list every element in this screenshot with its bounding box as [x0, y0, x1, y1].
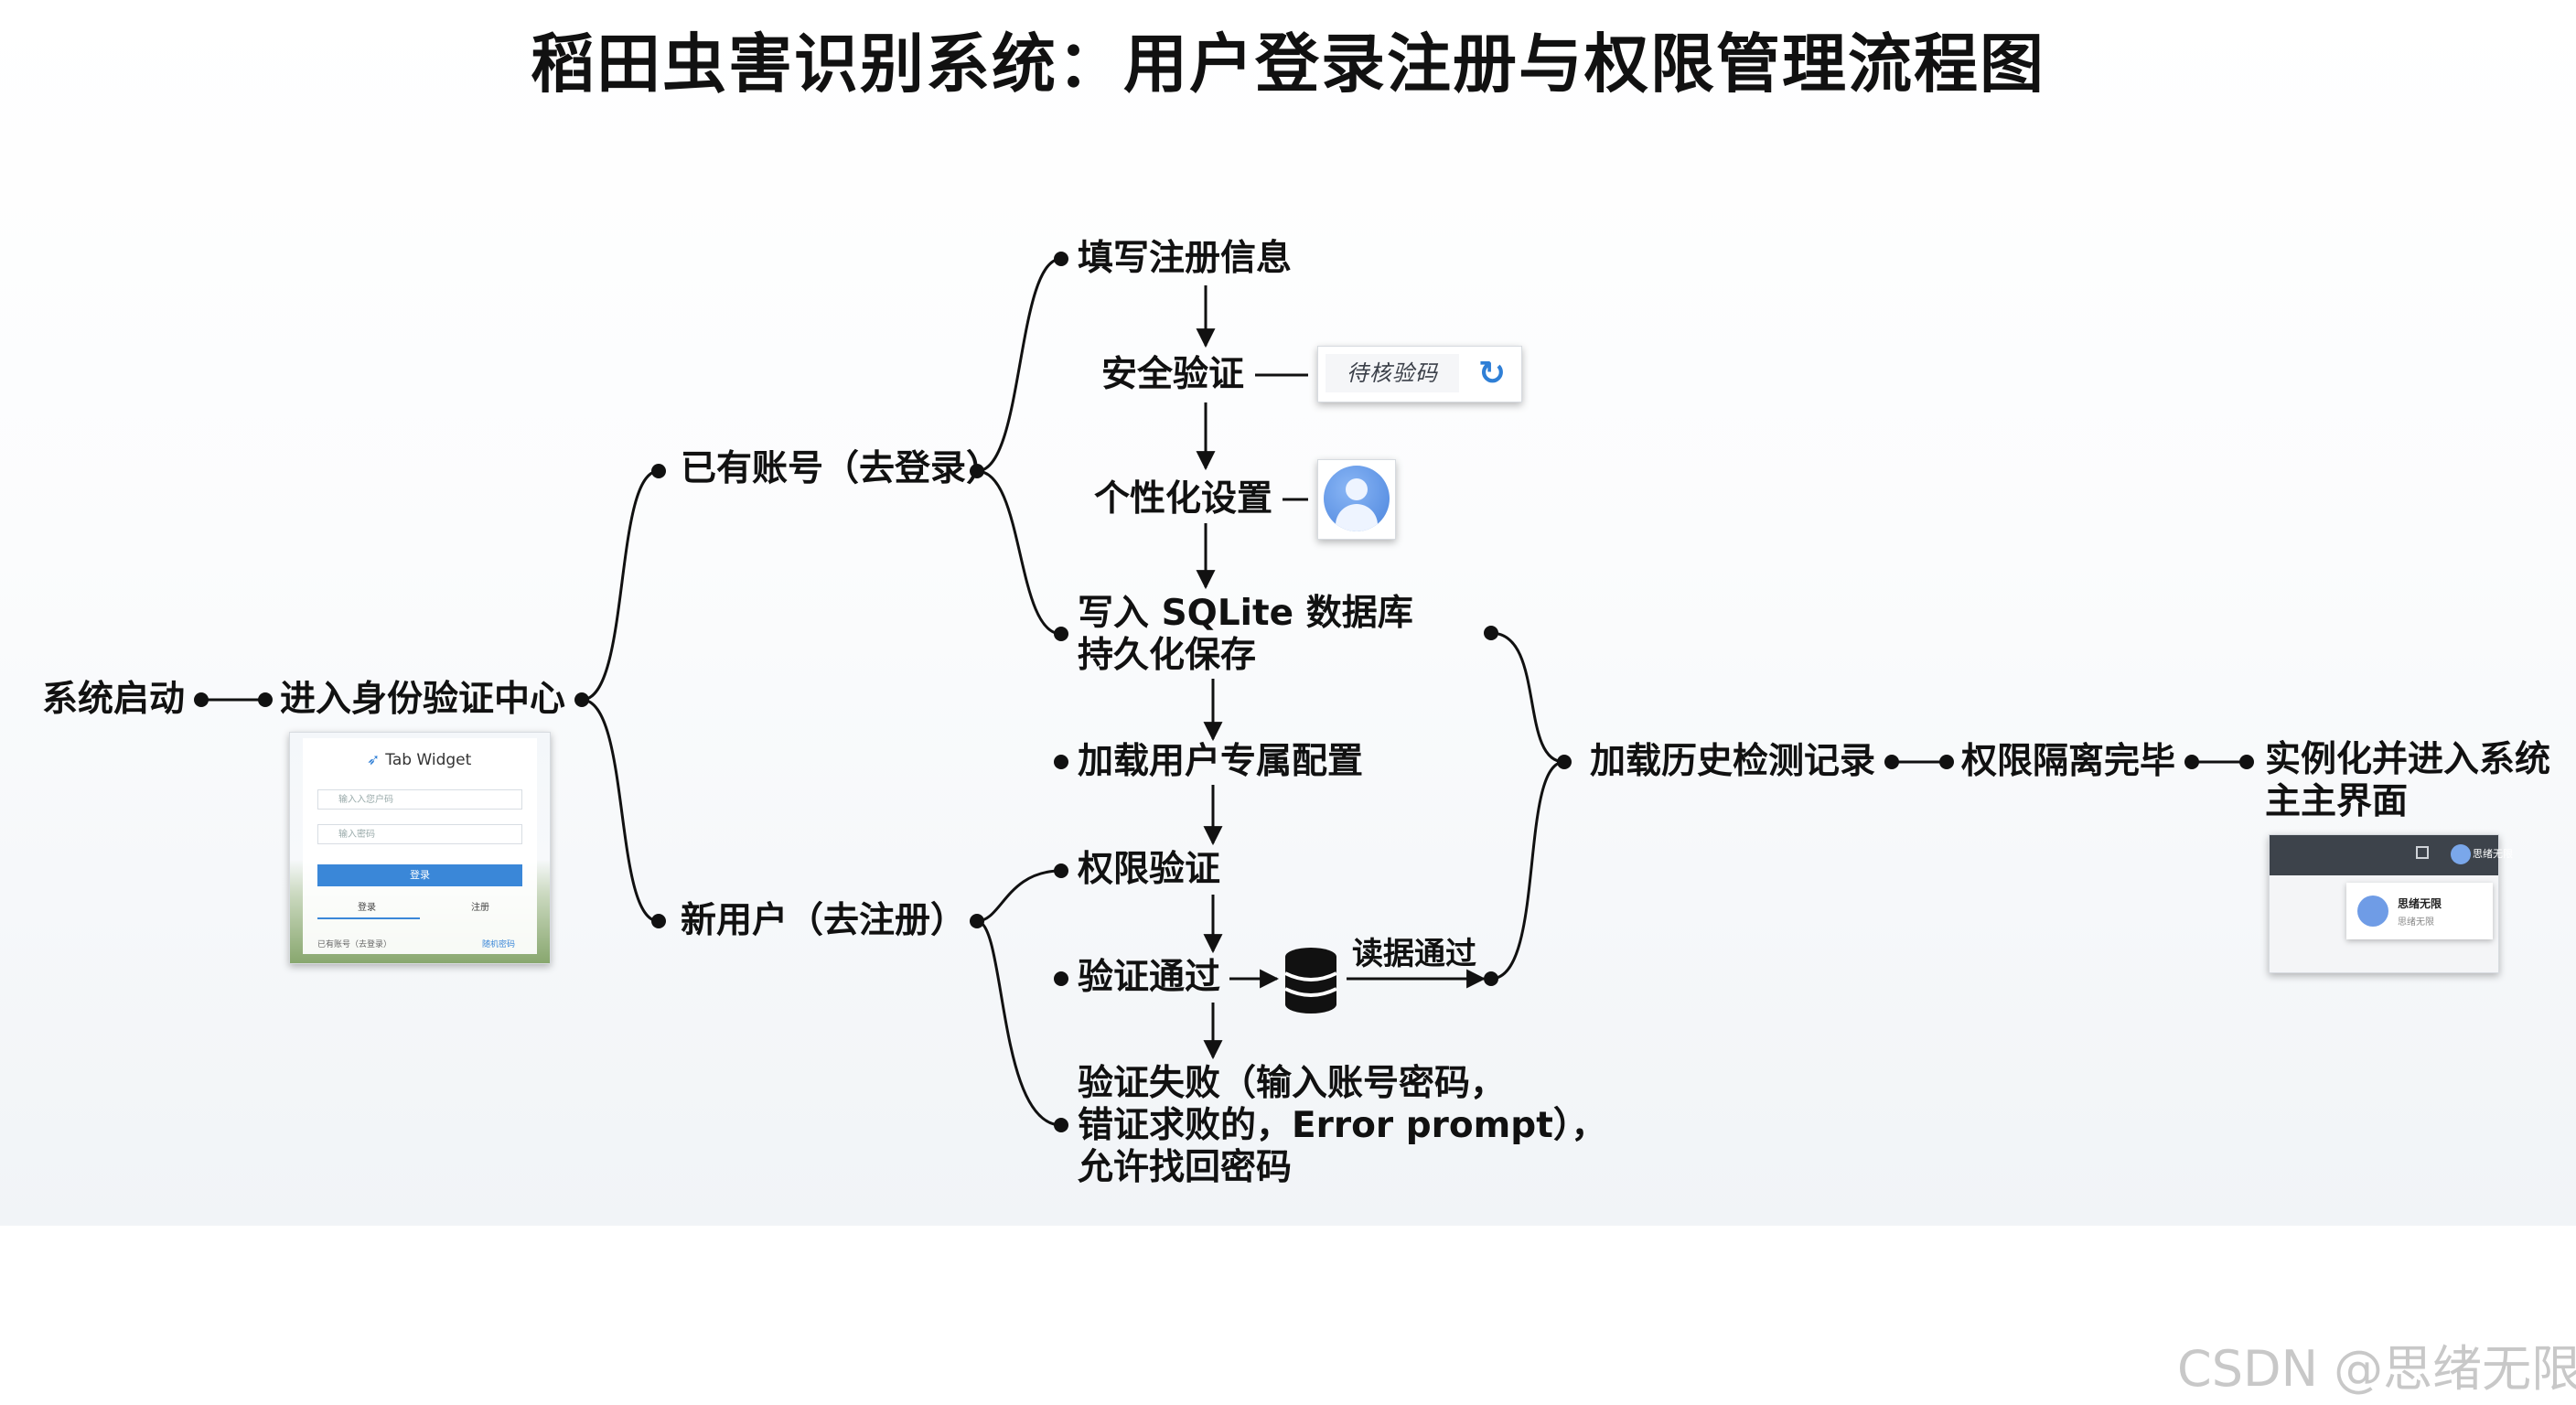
dot-perm	[1054, 863, 1068, 878]
node-auth-center: 进入身份验证中心	[280, 679, 566, 720]
main-ui-thumbnail: 思绪无限 思绪无限 思绪无限	[2269, 834, 2513, 973]
edge-auth-new	[581, 698, 660, 923]
dot-history-in	[1557, 755, 1572, 769]
node-main-ui-line1: 实例化并进入系统	[2265, 739, 2551, 780]
topbar-username[interactable]: 思绪无限	[2473, 848, 2513, 860]
dot-fill	[1054, 252, 1068, 266]
login-button[interactable]: 登录	[317, 864, 522, 886]
refresh-icon: ↻	[1477, 355, 1507, 392]
captcha-image: 待核验码	[1326, 354, 1459, 392]
dot-new-in	[651, 914, 666, 928]
edge-new-fail	[976, 919, 1062, 1127]
dot-auth-out	[574, 692, 589, 707]
node-verify-fail-line3: 允许找回密码	[1078, 1147, 1293, 1188]
watermark: CSDN @思绪无限	[2177, 1340, 2576, 1398]
login-panel: ➶Tab Widget 输入入您户码 输入密码 登录 登录 注册 已有账号（去登…	[303, 738, 537, 954]
node-verify-pass: 验证通过	[1078, 957, 1221, 998]
login-window-thumbnail: ➶Tab Widget 输入入您户码 输入密码 登录 登录 注册 已有账号（去登…	[289, 732, 551, 964]
node-fill-info: 填写注册信息	[1078, 238, 1293, 279]
login-logo-text: Tab Widget	[385, 751, 472, 769]
tab-indicator	[317, 917, 420, 919]
login-footer-left[interactable]: 已有账号（去登录）	[317, 940, 392, 949]
dot-history-out	[1884, 755, 1899, 769]
dot-sqlite	[1054, 627, 1068, 641]
node-verify-fail-line2: 错证求败的，Error prompt），	[1078, 1105, 1607, 1146]
dot-merge-top	[1484, 626, 1498, 640]
fullscreen-icon[interactable]	[2416, 846, 2429, 859]
topbar-avatar[interactable]	[2451, 844, 2471, 864]
user-avatar-icon	[1324, 466, 1390, 531]
card-username: 思绪无限	[2398, 897, 2442, 910]
database-icon	[1284, 948, 1337, 1014]
node-perm-isolation: 权限隔离完毕	[1961, 741, 2176, 782]
avatar-thumbnail	[1317, 459, 1396, 540]
dot-load	[1054, 755, 1068, 769]
dot-start	[194, 692, 209, 707]
card-avatar	[2357, 896, 2388, 927]
node-verify-fail: 验证失败（输入账号密码， 错证求败的，Error prompt）， 允许找回密码	[1078, 1063, 1606, 1189]
node-personalize: 个性化设置	[1094, 478, 1273, 520]
dot-pass	[1054, 971, 1068, 986]
background	[0, 0, 2576, 1226]
edge-existing-sqlite	[976, 469, 1062, 636]
main-ui-topbar: 思绪无限	[2270, 835, 2513, 875]
node-security-check: 安全验证	[1101, 354, 1245, 395]
node-sqlite-line1: 写入 SQLite 数据库	[1078, 593, 1413, 634]
node-perm-check: 权限验证	[1078, 849, 1221, 890]
node-load-config: 加载用户专属配置	[1078, 741, 1364, 782]
card-subtitle: 思绪无限	[2398, 917, 2434, 928]
node-start: 系统启动	[42, 679, 186, 720]
dot-iso-out	[2184, 755, 2199, 769]
captcha-thumbnail: 待核验码 ↻	[1317, 346, 1522, 402]
edge-merge-bottom	[1490, 760, 1565, 981]
dot-existing-in	[651, 464, 666, 478]
dot-iso-in	[1939, 755, 1954, 769]
node-sqlite-line2: 持久化保存	[1078, 635, 1257, 676]
page-title: 稻田虫害识别系统：用户登录注册与权限管理流程图	[531, 27, 2045, 102]
node-sqlite: 写入 SQLite 数据库 持久化保存	[1078, 593, 1413, 677]
edge-new-perm	[976, 869, 1062, 923]
dot-existing-out	[970, 464, 984, 478]
edge-existing-fill	[976, 257, 1062, 473]
tab-login[interactable]: 登录	[358, 903, 376, 913]
user-dropdown-card: 思绪无限 思绪无限	[2346, 883, 2493, 939]
node-main-ui-line2: 主主界面	[2265, 781, 2409, 822]
node-existing-account: 已有账号（去登录）	[681, 448, 1003, 489]
dot-new-out	[970, 914, 984, 928]
node-new-user: 新用户（去注册）	[681, 900, 967, 941]
login-logo: ➶Tab Widget	[367, 751, 471, 769]
node-load-history: 加载历史检测记录	[1590, 741, 1876, 782]
dot-main-in	[2239, 755, 2254, 769]
password-input[interactable]: 输入密码	[317, 824, 522, 844]
node-main-ui: 实例化并进入系统 主主界面	[2265, 739, 2550, 823]
login-footer-right[interactable]: 随机密码	[482, 940, 516, 949]
dot-merge-bottom	[1484, 971, 1498, 986]
edge-auth-existing	[581, 469, 660, 702]
bird-logo-icon: ➶	[367, 751, 381, 769]
account-input[interactable]: 输入入您户码	[317, 789, 522, 810]
node-verify-fail-line1: 验证失败（输入账号密码，	[1078, 1063, 1507, 1104]
dot-auth-in	[258, 692, 273, 707]
edge-label-read-pass: 读据通过	[1352, 936, 1476, 972]
edge-merge-top	[1490, 631, 1565, 764]
tab-register[interactable]: 注册	[471, 903, 489, 913]
dot-fail	[1054, 1118, 1068, 1132]
